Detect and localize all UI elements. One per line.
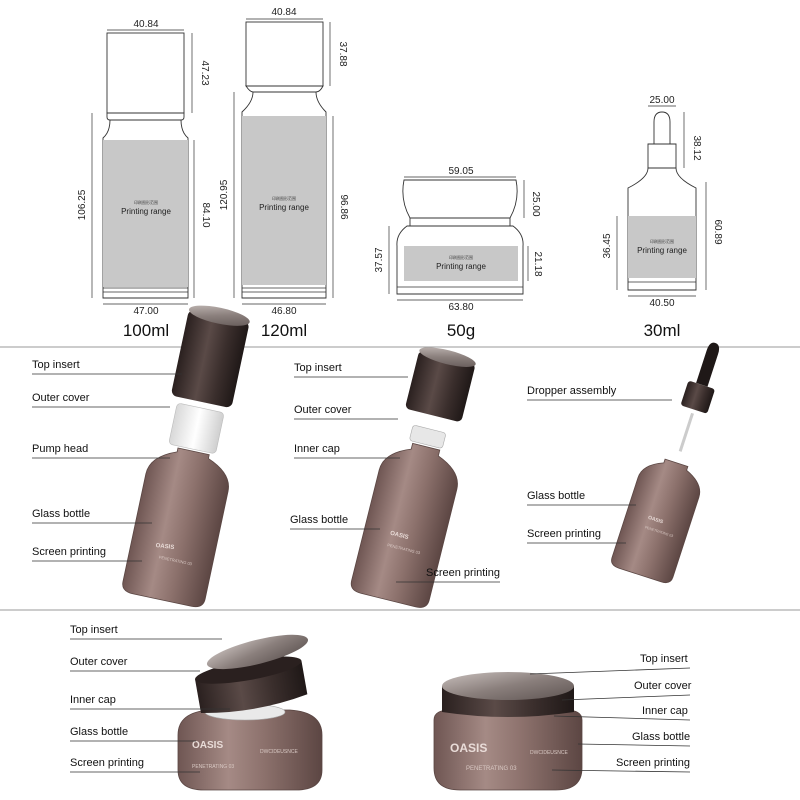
dim-cap-width: 40.84	[133, 19, 158, 30]
label-glass-bottle: Glass bottle	[70, 726, 128, 738]
pump-bottle-exploded: OASIS PENETRATING 03 Top insert Outer co…	[32, 305, 250, 608]
dim-print-height: 60.89	[712, 219, 723, 244]
printing-range-label: Printing range	[121, 207, 171, 216]
dim-base-width: 63.80	[448, 302, 473, 313]
dim-cap-height: 47.23	[199, 60, 210, 85]
label-inner-cap: Inner cap	[642, 705, 688, 717]
dropper-bottle-callouts: Dropper assembly Glass bottle Screen pri…	[527, 385, 672, 544]
dim-cap-width: 25.00	[649, 95, 674, 106]
dim-total-height: 120.95	[219, 179, 230, 210]
cap-bottle-callouts: Top insert Outer cover Inner cap Glass b…	[290, 362, 500, 583]
jar-assembled: OASIS PENETRATING 03 DWCIDEUSNCE Top ins…	[433, 653, 692, 791]
printing-range-label: Printing range	[259, 203, 309, 212]
label-top-insert: Top insert	[32, 359, 80, 371]
dim-cap-height: 37.88	[337, 41, 348, 66]
dim-cap-height: 25.00	[530, 191, 541, 216]
product-name-print: PENETRATING 03	[466, 766, 517, 772]
label-glass-bottle: Glass bottle	[290, 514, 348, 526]
spec-120ml: 40.84 37.88 120.95 96.86 46.80 印刷图形范围 Pr…	[219, 7, 349, 340]
printing-range-zone	[628, 216, 696, 278]
printing-range-zone	[404, 246, 518, 281]
print-subtext: 印刷图形范围	[650, 238, 674, 244]
printing-range-zone	[242, 116, 326, 285]
label-outer-cover: Outer cover	[294, 404, 352, 416]
dim-base-width: 47.00	[133, 306, 158, 317]
product-name-print: PENETRATING 03	[192, 764, 234, 770]
jar-assembled-callouts: Top insert Outer cover Inner cap Glass b…	[529, 653, 692, 773]
label-screen-printing: Screen printing	[32, 546, 106, 558]
dim-print-height: 96.86	[338, 194, 349, 219]
label-inner-cap: Inner cap	[70, 694, 116, 706]
label-glass-bottle: Glass bottle	[32, 508, 90, 520]
label-top-insert: Top insert	[294, 362, 342, 374]
spec-30ml: 25.00 38.12 36.45 60.89 40.50 印刷图形范围 Pri…	[602, 95, 723, 340]
dim-cap-height: 38.12	[691, 135, 702, 160]
label-screen-printing: Screen printing	[616, 757, 690, 769]
dim-base-width: 46.80	[271, 306, 296, 317]
capacity-label: 120ml	[261, 321, 307, 340]
label-screen-printing: Screen printing	[426, 567, 500, 579]
capacity-label: 50g	[447, 321, 475, 340]
brand-print: OASIS	[192, 740, 223, 751]
dim-total-height: 36.45	[602, 233, 613, 258]
brand-print: OASIS	[389, 531, 409, 541]
brand-print: OASIS	[450, 741, 487, 755]
print-subtext: 印刷图形范围	[134, 199, 158, 205]
dim-print-height: 21.18	[532, 251, 543, 276]
sub-label-print: DWCIDEUSNCE	[260, 749, 298, 755]
label-glass-bottle: Glass bottle	[527, 490, 585, 502]
dim-base-width: 40.50	[649, 298, 674, 309]
printing-range-label: Printing range	[436, 262, 486, 271]
label-outer-cover: Outer cover	[32, 392, 90, 404]
dropper-bottle-exploded: OASIS PENETRATING 03 Dropper assembly Gl…	[527, 342, 720, 584]
label-screen-printing: Screen printing	[527, 528, 601, 540]
label-inner-cap: Inner cap	[294, 443, 340, 455]
label-dropper-assembly: Dropper assembly	[527, 385, 617, 397]
pump-bottle-callouts: Top insert Outer cover Pump head Glass b…	[32, 359, 182, 562]
capacity-label: 100ml	[123, 321, 169, 340]
brand-print: OASIS	[155, 543, 174, 551]
printing-range-label: Printing range	[637, 246, 687, 255]
label-pump-head: Pump head	[32, 443, 88, 455]
jar-exploded-callouts: Top insert Outer cover Inner cap Glass b…	[70, 624, 230, 773]
dim-print-height: 84.10	[200, 202, 211, 227]
print-subtext: 印刷图形范围	[272, 195, 296, 201]
spec-100ml: 40.84 47.23 106.25 84.10 47.00 印刷图形范围 Pr…	[77, 19, 211, 340]
brand-print: OASIS	[647, 515, 664, 526]
label-screen-printing: Screen printing	[70, 757, 144, 769]
label-outer-cover: Outer cover	[634, 680, 692, 692]
dim-total-height: 106.25	[77, 189, 88, 220]
print-subtext: 印刷图形范围	[449, 254, 473, 260]
label-outer-cover: Outer cover	[70, 656, 128, 668]
dim-cap-width: 40.84	[271, 7, 296, 18]
sub-label-print: DWCIDEUSNCE	[530, 750, 568, 756]
jar-exploded: OASIS PENETRATING 03 DWCIDEUSNCE Top ins…	[70, 624, 323, 791]
printing-range-zone	[103, 140, 188, 287]
label-glass-bottle: Glass bottle	[632, 731, 690, 743]
capacity-label: 30ml	[644, 321, 681, 340]
label-top-insert: Top insert	[70, 624, 118, 636]
cap-bottle-exploded: OASIS PENETRATING 03 Top insert Outer co…	[290, 347, 500, 608]
spec-50g: 59.05 25.00 37.57 21.18 63.80 印刷图形范围 Pri…	[374, 166, 543, 340]
dim-cap-width: 59.05	[448, 166, 473, 177]
dim-total-height: 37.57	[374, 247, 385, 272]
label-top-insert: Top insert	[640, 653, 688, 665]
